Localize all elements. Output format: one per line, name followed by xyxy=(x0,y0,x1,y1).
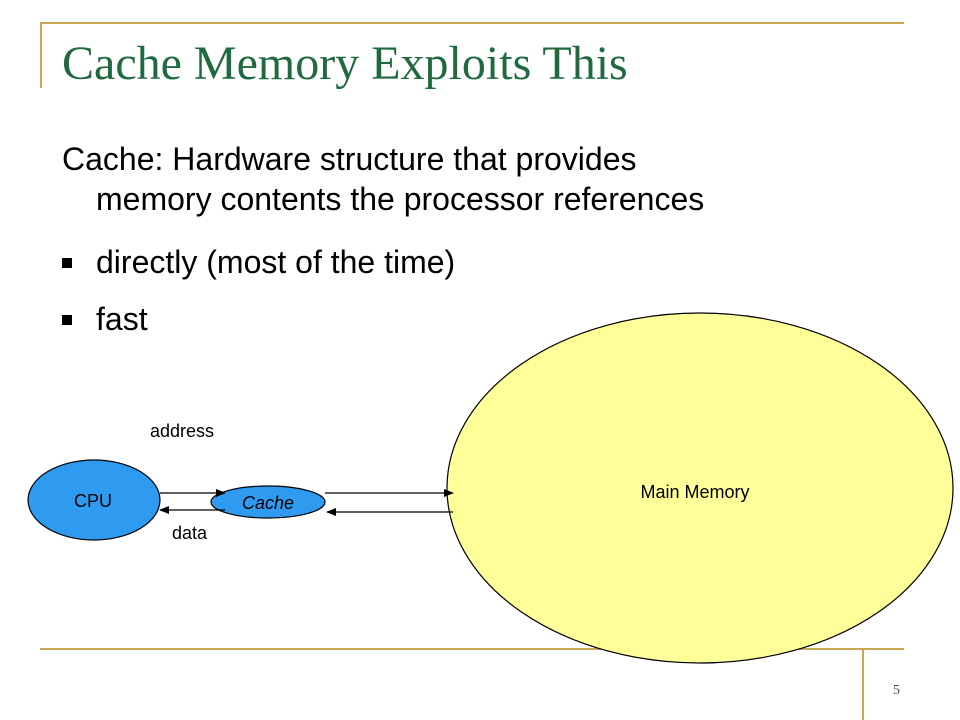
bottom-rule xyxy=(40,648,904,650)
slide-title: Cache Memory Exploits This xyxy=(62,37,628,90)
bottom-right-rule xyxy=(862,648,864,720)
intro-text-line-2: memory contents the processor references xyxy=(96,181,705,217)
top-rule xyxy=(40,22,904,24)
main-memory-label: Main Memory xyxy=(640,482,749,502)
bullet-text: fast xyxy=(96,301,148,337)
bullet-item: directly (most of the time) xyxy=(62,243,455,281)
square-bullet-icon xyxy=(62,314,72,325)
data-label: data xyxy=(172,523,208,543)
cpu-node xyxy=(27,459,161,541)
cache-node xyxy=(210,485,326,519)
cpu-label: CPU xyxy=(74,491,112,511)
intro-text-line-1: Cache: Hardware structure that provides xyxy=(62,141,637,177)
cache-label: Cache xyxy=(242,493,294,513)
bullet-item: fast xyxy=(62,300,148,338)
address-label: address xyxy=(150,421,214,441)
page-number: 5 xyxy=(893,683,900,698)
bullet-text: directly (most of the time) xyxy=(96,244,456,280)
main-memory-node xyxy=(446,312,954,664)
top-left-rule xyxy=(40,22,42,88)
square-bullet-icon xyxy=(62,257,72,268)
